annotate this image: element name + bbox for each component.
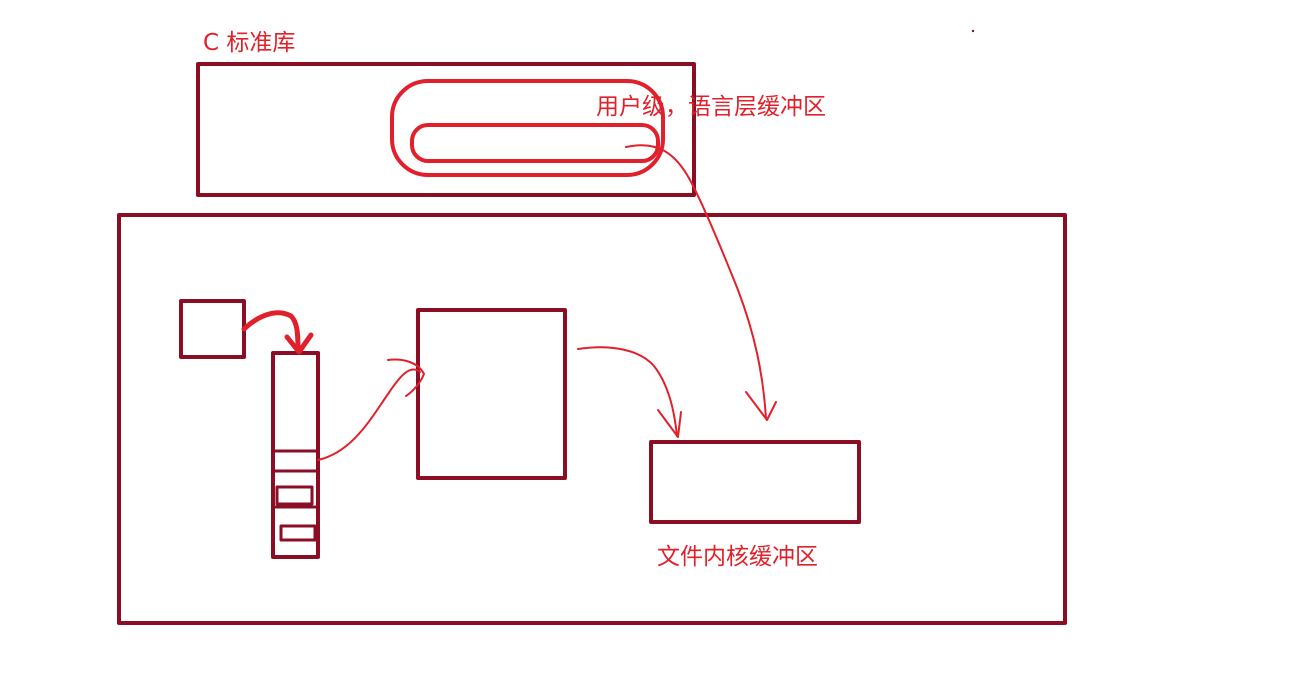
arrow-user-to-kernel-buffer	[625, 144, 767, 419]
fd-slot	[279, 524, 317, 542]
stray-dot	[971, 29, 975, 33]
c-library-label: C 标准库	[203, 30, 296, 56]
arrowhead-user-to-kernel-buffer	[745, 391, 777, 421]
user-buffer-label: 用户级，语言层缓冲区	[596, 94, 826, 120]
arrowhead-fd-to-file	[387, 358, 425, 397]
fd-slot	[271, 449, 320, 473]
c-library-box	[196, 62, 696, 197]
kernel-buffer-box	[649, 440, 861, 524]
arrowhead-file-to-kernel-buffer	[657, 409, 682, 438]
kernel-buffer-label: 文件内核缓冲区	[657, 544, 818, 570]
arrowhead-process-to-fd	[284, 332, 314, 355]
kernel-box	[117, 213, 1067, 625]
arrow-file-to-kernel-buffer	[577, 346, 678, 437]
file-struct-box	[416, 308, 567, 480]
arrow-process-to-fd	[241, 310, 301, 352]
arrow-fd-to-file	[317, 368, 421, 461]
user-buffer-outer	[390, 79, 665, 177]
user-buffer-inner	[410, 123, 660, 163]
process-box	[179, 299, 246, 359]
fd-slot	[275, 485, 314, 506]
